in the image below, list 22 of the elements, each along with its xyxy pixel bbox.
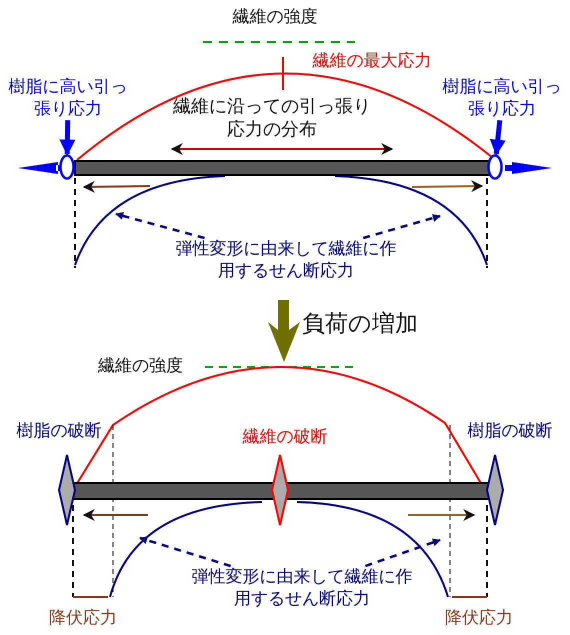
fracture-label: 樹脂の破断: [466, 420, 554, 442]
leader-arrow: [362, 214, 441, 240]
leader-arrow: [490, 120, 506, 156]
annotation-text: 樹脂に高い引っ張り応力: [6, 76, 130, 120]
yield-stress-label: 降伏応力: [444, 607, 514, 630]
fracture-label: 樹脂の破断: [16, 420, 102, 442]
annotation-text: 樹脂に高い引っ張り応力: [440, 76, 564, 120]
strength-label: 繊維の強度: [98, 355, 184, 378]
strength-label: 繊維の強度: [232, 6, 318, 28]
distribution-label: 繊維に沿っての引っ張り応力の分布: [172, 95, 372, 142]
yield-stress-label: 降伏応力: [48, 607, 118, 630]
ellipse-marker: [59, 154, 75, 180]
max-stress-label: 繊維の最大応力: [312, 50, 432, 72]
leader-arrow: [59, 120, 76, 156]
leader-arrow: [115, 212, 205, 240]
load-label: 負荷の増加: [302, 310, 419, 339]
leader-arrow: [139, 536, 231, 568]
fracture-label: 繊維の破断: [242, 426, 328, 448]
leader-arrow: [364, 538, 441, 568]
annotation-text: 弾性変形に由来して繊維に作用するせん断応力: [170, 238, 402, 282]
annotation-text: 弾性変形に由来して繊維に作用するせん断応力: [186, 566, 418, 610]
ellipse-marker: [487, 154, 503, 180]
